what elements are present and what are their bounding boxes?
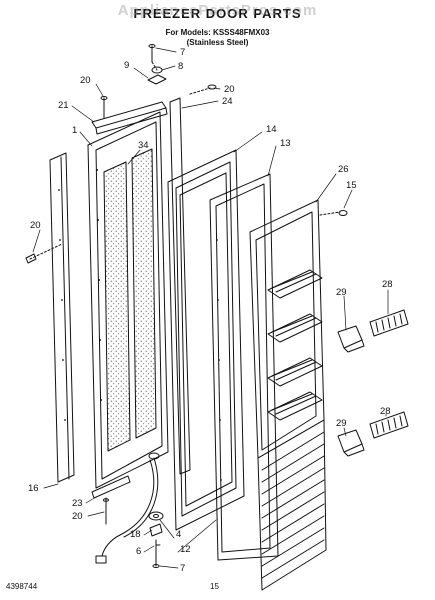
callout-12: 12 xyxy=(180,544,191,555)
callout-14: 14 xyxy=(266,124,277,135)
leader-lines xyxy=(32,47,389,569)
callout-4: 4 xyxy=(176,529,181,540)
callout-26: 26 xyxy=(338,164,349,175)
door-trim-panel xyxy=(49,152,75,483)
shelf-fronts xyxy=(369,309,409,439)
callout-1: 1 xyxy=(72,125,77,136)
callout-20-top: 20 xyxy=(80,75,91,86)
callout-7-top: 7 xyxy=(180,47,185,58)
callout-labels: 7 8 9 20 20 21 24 1 34 14 13 26 15 20 29… xyxy=(28,47,393,574)
hinge-bracket xyxy=(91,96,168,135)
door-liner-frame xyxy=(167,149,245,531)
document-number: 4398744 xyxy=(6,582,38,591)
callout-29-lower: 29 xyxy=(336,418,347,429)
callout-23: 23 xyxy=(72,498,83,509)
side-screw xyxy=(25,243,63,264)
callout-28-upper: 28 xyxy=(382,279,393,290)
callout-34: 34 xyxy=(138,140,149,151)
door-shelves xyxy=(267,269,323,421)
page-number: 15 xyxy=(210,582,219,591)
inner-door-liner xyxy=(249,199,327,591)
callout-20-left: 20 xyxy=(30,220,41,231)
callout-24: 24 xyxy=(222,96,233,107)
insulation-strips xyxy=(103,148,157,452)
outer-door-panel xyxy=(87,111,169,489)
callout-8: 8 xyxy=(178,61,183,72)
callout-20-gasket: 20 xyxy=(224,84,235,95)
liner-screw xyxy=(319,210,348,216)
callout-6: 6 xyxy=(136,546,141,557)
callout-20-bottom: 20 xyxy=(72,511,83,522)
callout-15: 15 xyxy=(346,180,357,191)
callout-7-bottom: 7 xyxy=(180,563,185,574)
shelf-end-caps xyxy=(337,325,365,457)
callout-16: 16 xyxy=(28,483,39,494)
top-hinge-hardware xyxy=(147,44,167,85)
door-gasket xyxy=(169,84,217,475)
models-line: For Models: KSSS48FMX03 xyxy=(165,28,270,37)
watermark-text: AppliancePartsPros.com xyxy=(117,2,318,19)
callout-21: 21 xyxy=(58,100,69,111)
callout-28-lower: 28 xyxy=(380,406,391,417)
bottom-hinge-assembly xyxy=(91,452,160,564)
lower-hinge-hardware xyxy=(148,511,164,568)
diagram-title: FREEZER DOOR PARTS xyxy=(133,6,302,21)
callout-29-upper: 29 xyxy=(336,287,347,298)
callout-18: 18 xyxy=(130,529,141,540)
callout-13: 13 xyxy=(280,138,291,149)
finish-line: (Stainless Steel) xyxy=(186,38,249,47)
callout-9: 9 xyxy=(124,60,129,71)
